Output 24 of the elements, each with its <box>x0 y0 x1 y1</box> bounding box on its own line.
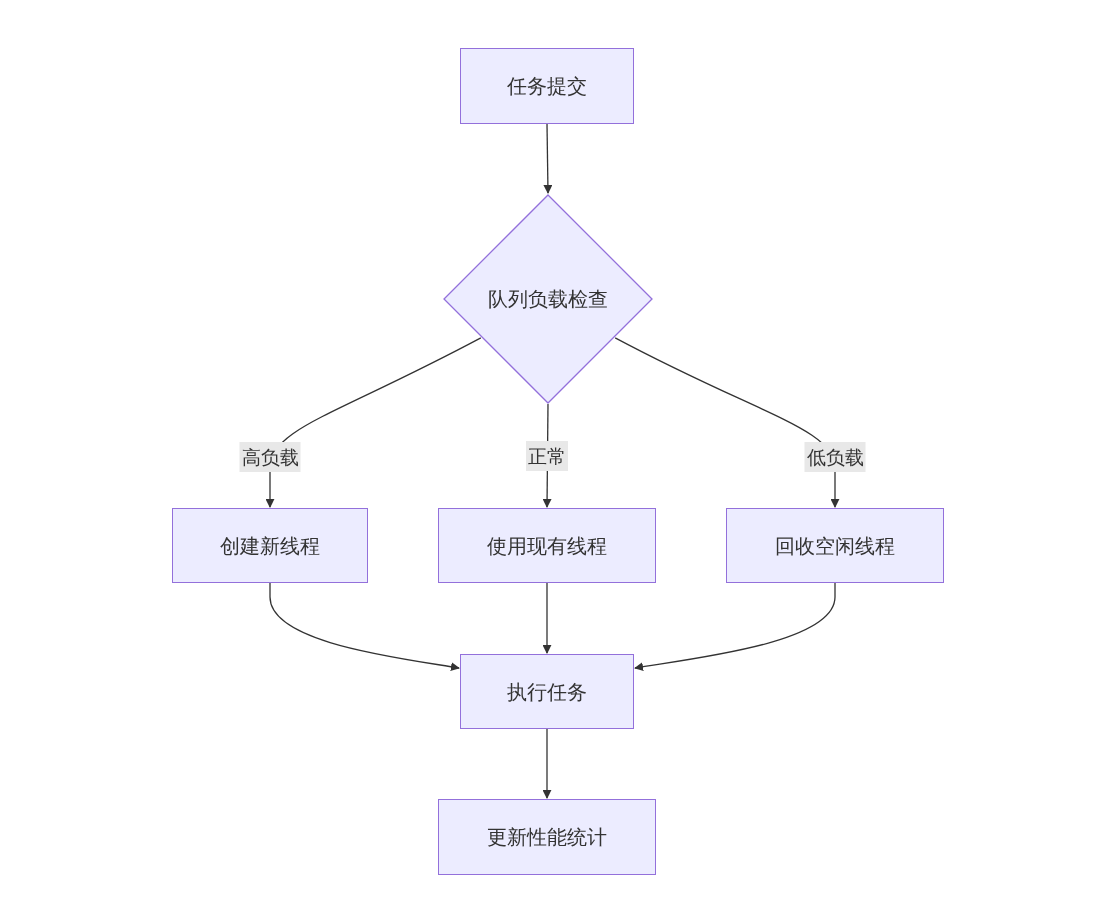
node-label: 更新性能统计 <box>487 824 607 851</box>
node-label: 执行任务 <box>507 678 587 706</box>
process-box <box>438 799 656 875</box>
node-label: 使用现有线程 <box>487 532 607 560</box>
arrow <box>614 337 840 508</box>
arrow <box>542 728 552 799</box>
arrow <box>543 123 553 194</box>
arrow <box>265 337 482 508</box>
arrow <box>269 582 460 672</box>
process-box <box>438 508 656 583</box>
edge-label: 高负载 <box>239 442 301 472</box>
node-label: 创建新线程 <box>220 532 320 560</box>
node-label: 回收空闲线程 <box>775 532 895 560</box>
process-box <box>460 48 634 124</box>
edge-label: 低负载 <box>804 442 866 472</box>
arrow <box>542 582 552 654</box>
process-box <box>172 508 368 583</box>
decision-diamond <box>443 194 653 404</box>
edge-label: 正常 <box>526 441 568 471</box>
node-label: 任务提交 <box>507 73 587 100</box>
node-label: 队列负载检查 <box>488 286 608 313</box>
process-box <box>726 508 944 583</box>
process-box <box>460 654 634 729</box>
arrow <box>634 582 836 672</box>
